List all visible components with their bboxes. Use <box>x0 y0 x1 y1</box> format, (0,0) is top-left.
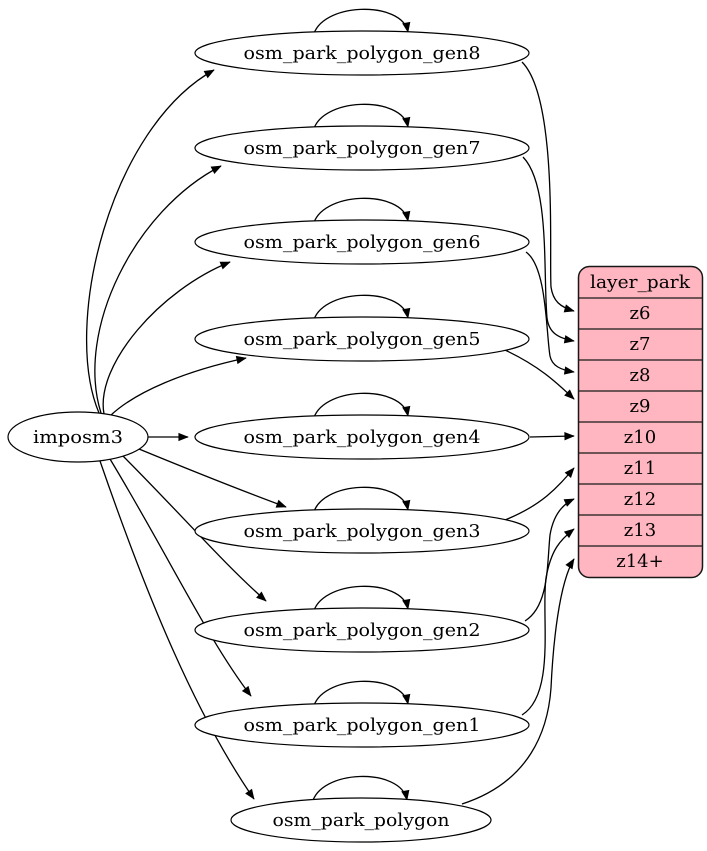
node-imposm3: imposm3 <box>7 411 149 463</box>
self-loop-gen3 <box>312 486 411 516</box>
layer-row-z7: z7 <box>630 334 651 355</box>
layer-row-z14plus: z14+ <box>616 551 663 572</box>
self-loop-gen8 <box>312 8 411 38</box>
edge-gen2-to-z12 <box>524 498 575 622</box>
layer-row-z6: z6 <box>630 303 651 324</box>
self-loop-edges <box>311 8 411 805</box>
self-loop-gen6 <box>312 197 411 227</box>
node-osm-park-polygon-gen7: osm_park_polygon_gen7 <box>194 125 530 171</box>
self-loop-gen1 <box>312 680 411 710</box>
gen6-label: osm_park_polygon_gen6 <box>244 232 481 253</box>
layer-row-z8: z8 <box>630 365 651 386</box>
polygon-label: osm_park_polygon <box>273 810 450 831</box>
edge-imposm3-to-gen6 <box>102 261 231 415</box>
gen2-label: osm_park_polygon_gen2 <box>244 620 481 641</box>
gen5-label: osm_park_polygon_gen5 <box>244 329 481 350</box>
imposm3-label: imposm3 <box>33 427 123 448</box>
edge-imposm3-to-gen3 <box>138 448 287 508</box>
node-osm-park-polygon-gen2: osm_park_polygon_gen2 <box>194 607 530 653</box>
edges-to-layer <box>461 61 575 805</box>
edge-gen5-to-z9 <box>504 349 575 400</box>
layer-row-z12: z12 <box>624 489 656 510</box>
layer-row-z11: z11 <box>624 458 656 479</box>
self-loop-gen2 <box>312 585 411 615</box>
gen3-ellipse <box>194 508 530 554</box>
gen4-label: osm_park_polygon_gen4 <box>244 427 481 448</box>
gen8-label: osm_park_polygon_gen8 <box>244 43 481 64</box>
gen2-ellipse <box>194 607 530 653</box>
edge-imposm3-to-gen5 <box>109 355 247 417</box>
edge-gen6-to-z8 <box>525 251 575 375</box>
node-osm-park-polygon-gen4: osm_park_polygon_gen4 <box>194 414 530 460</box>
gen4-ellipse <box>194 414 530 460</box>
imposm3-ellipse <box>7 411 149 463</box>
gen7-label: osm_park_polygon_gen7 <box>244 138 481 159</box>
self-loop-gen4 <box>312 392 411 422</box>
edge-polygon-to-z14 <box>461 558 575 805</box>
layer-row-z9: z9 <box>630 396 651 417</box>
node-osm-park-polygon: osm_park_polygon <box>230 797 492 843</box>
layer-row-z13: z13 <box>624 520 656 541</box>
edge-gen4-to-z10 <box>529 432 575 441</box>
node-osm-park-polygon-gen8: osm_park_polygon_gen8 <box>194 30 530 76</box>
node-osm-park-polygon-gen1: osm_park_polygon_gen1 <box>194 702 530 748</box>
self-loop-gen5 <box>312 294 411 324</box>
gen6-ellipse <box>194 219 530 265</box>
node-osm-park-polygon-gen6: osm_park_polygon_gen6 <box>194 219 530 265</box>
self-loop-polygon <box>311 775 410 805</box>
layer-row-z10: z10 <box>624 427 656 448</box>
node-layer-park: layer_park z6 z7 z8 z9 z10 z11 z12 z13 z… <box>577 265 704 579</box>
gen1-ellipse <box>194 702 530 748</box>
node-osm-park-polygon-gen5: osm_park_polygon_gen5 <box>194 316 530 362</box>
edges-from-source <box>85 69 287 800</box>
polygon-ellipse <box>230 797 492 843</box>
gen3-label: osm_park_polygon_gen3 <box>244 521 481 542</box>
gen5-ellipse <box>194 316 530 362</box>
edge-gen8-to-z6 <box>521 61 575 313</box>
edge-gen7-to-z7 <box>522 156 575 344</box>
edge-gen1-to-z13 <box>521 528 575 716</box>
node-osm-park-polygon-gen3: osm_park_polygon_gen3 <box>194 508 530 554</box>
edge-imposm3-to-gen8 <box>85 69 215 414</box>
gen7-ellipse <box>194 125 530 171</box>
gen1-label: osm_park_polygon_gen1 <box>244 715 481 736</box>
edge-imposm3-to-gen7 <box>94 165 222 414</box>
edge-imposm3-to-gen1 <box>109 458 252 697</box>
edge-gen3-to-z11 <box>504 467 575 521</box>
layer-park-title: layer_park <box>590 272 691 293</box>
self-loop-gen7 <box>312 103 411 133</box>
edge-imposm3-to-polygon <box>99 460 255 800</box>
gen8-ellipse <box>194 30 530 76</box>
